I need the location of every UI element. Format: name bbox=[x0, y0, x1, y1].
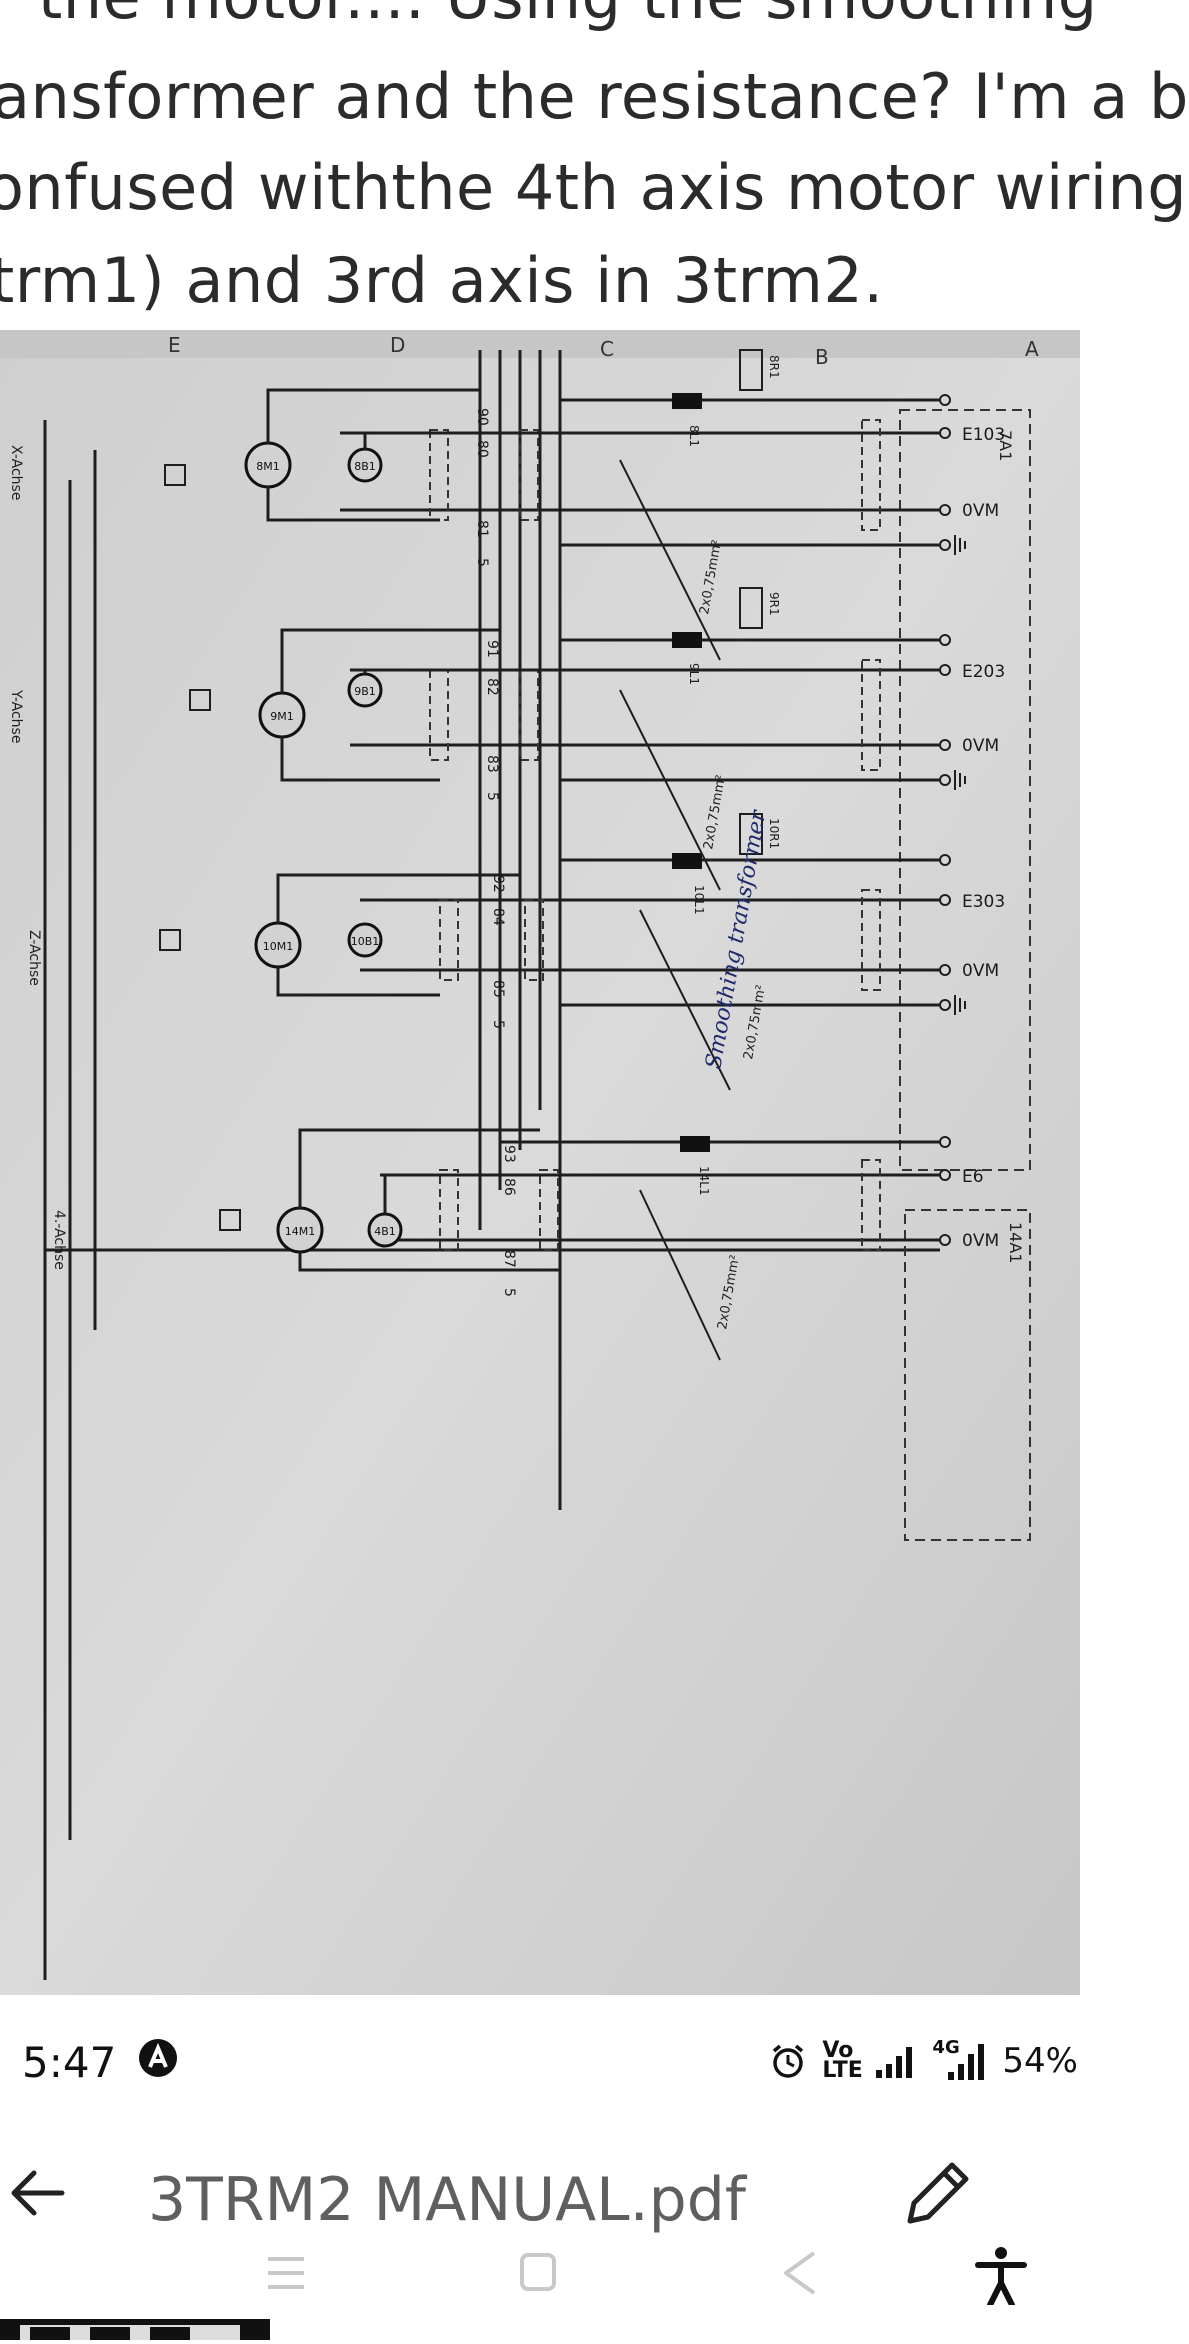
wire-number-83: 83 bbox=[484, 755, 500, 773]
volte-indicator: Vo LTE bbox=[822, 2038, 863, 2083]
battery-percentage: 54% bbox=[1002, 2041, 1078, 2081]
schematic-image[interactable]: E D C B A 7A1 14A1 bbox=[0, 330, 1080, 1995]
column-letter-e: E bbox=[168, 333, 181, 357]
resistor-label-9r1: 9R1 bbox=[767, 592, 781, 616]
app-bar: 3TRM2 MANUAL.pdf bbox=[0, 2125, 1080, 2280]
choke-label-10l1: 10L1 bbox=[692, 885, 706, 915]
wire-number-93: 93 bbox=[501, 1145, 517, 1163]
terminal-label-0vm-4: 0VM bbox=[962, 1231, 999, 1251]
module-label-7a1: 7A1 bbox=[996, 430, 1015, 461]
wire-number-5-a: 5 bbox=[474, 558, 490, 567]
terminal-label-0vm-2: 0VM bbox=[962, 736, 999, 756]
column-letter-c: C bbox=[600, 337, 614, 361]
axis-label-4: 4.-Achse bbox=[51, 1210, 67, 1270]
wire-number-87: 87 bbox=[501, 1250, 517, 1268]
motor-label-9m1: 9M1 bbox=[270, 710, 294, 723]
axis-label-x: X-Achse bbox=[8, 445, 24, 500]
motor-label-8m1: 8M1 bbox=[256, 460, 280, 473]
column-letter-d: D bbox=[390, 333, 405, 357]
module-box-7a1 bbox=[899, 409, 1031, 1171]
motor-label-14m1: 14M1 bbox=[285, 1225, 316, 1238]
resistor-label-8r1: 8R1 bbox=[767, 355, 781, 379]
alarm-clock-icon bbox=[768, 2041, 808, 2081]
status-time: 5:47 bbox=[22, 2038, 117, 2087]
post-text-line-3: onfused withthe 4th axis motor wiring bbox=[0, 151, 1188, 224]
choke-label-8l1: 8L1 bbox=[687, 425, 701, 447]
notification-app-icon bbox=[139, 2039, 177, 2077]
post-text-line-2: ansformer and the resistance? I'm a b bbox=[0, 60, 1189, 133]
wire-number-90: 90 bbox=[474, 408, 490, 426]
tacho-label-8b1: 8B1 bbox=[354, 460, 376, 473]
wire-number-85: 85 bbox=[490, 980, 506, 998]
terminal-label-e203: E203 bbox=[962, 662, 1005, 682]
choke-label-9l1: 9L1 bbox=[687, 663, 701, 685]
terminal-label-e6: E6 bbox=[962, 1167, 984, 1187]
wiring-diagram: E D C B A 7A1 14A1 bbox=[0, 330, 1080, 1995]
back-button[interactable] bbox=[0, 2153, 80, 2233]
arrow-left-icon bbox=[11, 2170, 65, 2216]
status-icons: Vo LTE 4G 54% bbox=[768, 2036, 1080, 2086]
network-type-label: 4G bbox=[932, 2037, 960, 2058]
choke-label-14l1: 14L1 bbox=[697, 1166, 711, 1196]
status-bar: 5:47 Vo LTE 4G bbox=[0, 2020, 1080, 2125]
motor-label-10m1: 10M1 bbox=[263, 940, 294, 953]
wire-number-80: 80 bbox=[474, 440, 490, 458]
wire-number-92: 92 bbox=[490, 875, 506, 893]
tacho-label-10b1: 10B1 bbox=[351, 935, 380, 948]
home-icon bbox=[520, 2253, 556, 2291]
system-navigation-bar bbox=[0, 2245, 1080, 2305]
wire-number-5-c: 5 bbox=[490, 1020, 506, 1029]
wire-number-82: 82 bbox=[484, 678, 500, 696]
module-box-14a1 bbox=[904, 1209, 1031, 1541]
resistor-label-10r1: 10R1 bbox=[767, 818, 781, 849]
edit-button[interactable] bbox=[896, 2151, 980, 2235]
recent-apps-button[interactable] bbox=[256, 2245, 316, 2301]
nav-back-button[interactable] bbox=[770, 2245, 830, 2301]
wire-number-5-d: 5 bbox=[501, 1288, 517, 1297]
recent-apps-icon bbox=[268, 2257, 304, 2289]
accessibility-icon bbox=[975, 2247, 1027, 2308]
tacho-label-4b1: 4B1 bbox=[374, 1225, 396, 1238]
module-label-14a1: 14A1 bbox=[1006, 1222, 1025, 1263]
axis-label-y: Y-Achse bbox=[8, 689, 24, 743]
wire-number-86: 86 bbox=[501, 1178, 517, 1196]
tacho-label-9b1: 9B1 bbox=[354, 685, 376, 698]
wire-number-84: 84 bbox=[490, 908, 506, 926]
wire-number-81: 81 bbox=[474, 520, 490, 538]
wire-number-5-b: 5 bbox=[484, 792, 500, 801]
accessibility-button[interactable] bbox=[970, 2243, 1032, 2309]
triangle-back-icon bbox=[784, 2251, 816, 2295]
partial-banner-graphic bbox=[0, 2319, 270, 2340]
document-title: 3TRM2 MANUAL.pdf bbox=[148, 2165, 746, 2235]
home-button[interactable] bbox=[508, 2245, 568, 2301]
post-text-line-4: trm1) and 3rd axis in 3trm2. bbox=[0, 244, 884, 317]
terminal-label-0vm-1: 0VM bbox=[962, 501, 999, 521]
axis-label-z: Z-Achse bbox=[26, 930, 42, 986]
wire-number-91: 91 bbox=[484, 640, 500, 658]
post-text: the motor.... Using the smoothing ansfor… bbox=[0, 0, 1188, 330]
signal-bars-icon bbox=[874, 2044, 918, 2078]
network-4g-signal-icon: 4G bbox=[932, 2038, 988, 2080]
pencil-icon bbox=[907, 2162, 969, 2224]
post-text-line-1: the motor.... Using the smoothing bbox=[38, 0, 1098, 42]
column-letter-b: B bbox=[815, 345, 829, 369]
terminal-label-0vm-3: 0VM bbox=[962, 961, 999, 981]
tacho-symbol-10b1 bbox=[347, 922, 383, 958]
terminal-label-e303: E303 bbox=[962, 892, 1005, 912]
column-letter-a: A bbox=[1025, 337, 1039, 361]
next-content-peek bbox=[0, 2305, 1080, 2340]
terminal-label-e103: E103 bbox=[962, 425, 1005, 445]
